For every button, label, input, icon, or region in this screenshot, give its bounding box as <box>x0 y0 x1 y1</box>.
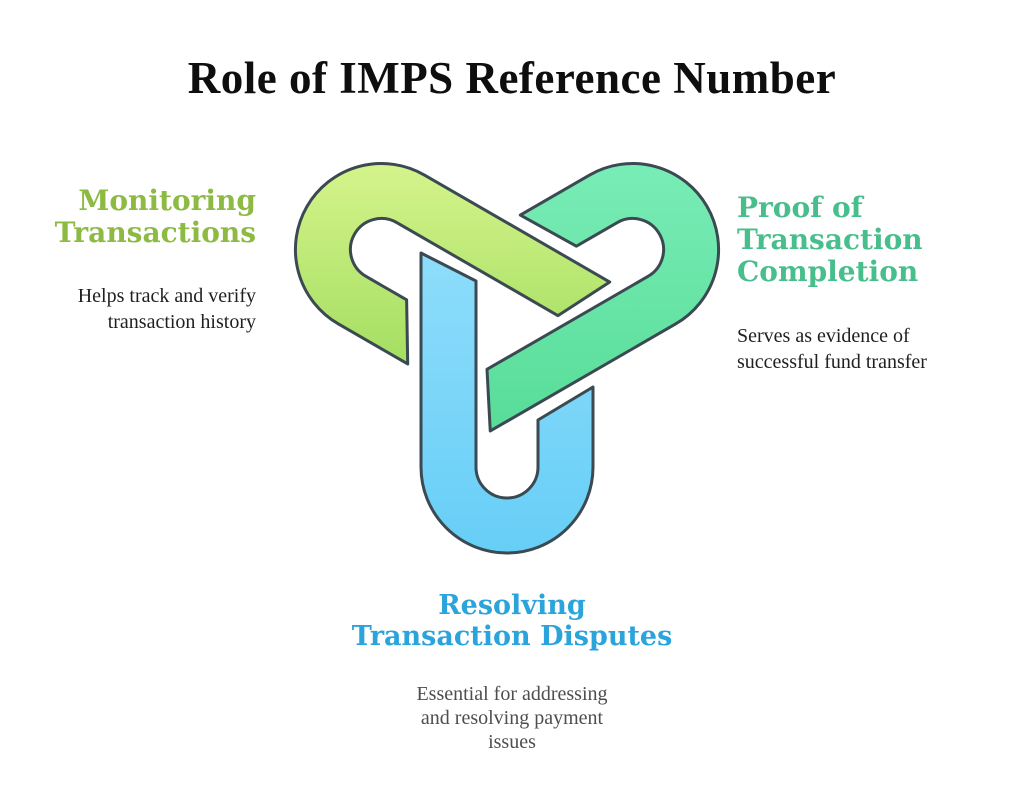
section-monitoring-transactions: Monitoring Transactions Helps track and … <box>0 166 256 354</box>
resolving-disputes-heading: Resolving Transaction Disputes <box>351 590 673 652</box>
monitoring-transactions-heading: Monitoring Transactions <box>54 184 256 249</box>
section-resolving-disputes: Resolving Transaction Disputes Essential… <box>262 572 762 773</box>
proof-of-completion-description: Serves as evidence of successful fund tr… <box>737 324 927 373</box>
resolving-disputes-description: Essential for addressing and resolving p… <box>416 682 608 753</box>
section-proof-of-completion: Proof of Transaction Completion Serves a… <box>737 173 1007 394</box>
proof-of-completion-heading: Proof of Transaction Completion <box>737 191 923 288</box>
page-title: Role of IMPS Reference Number <box>187 53 837 103</box>
knot-diagram <box>262 130 752 570</box>
monitoring-transactions-description: Helps track and verify transaction histo… <box>77 284 256 333</box>
triple-interlocked-u-knot-icon <box>262 130 752 555</box>
